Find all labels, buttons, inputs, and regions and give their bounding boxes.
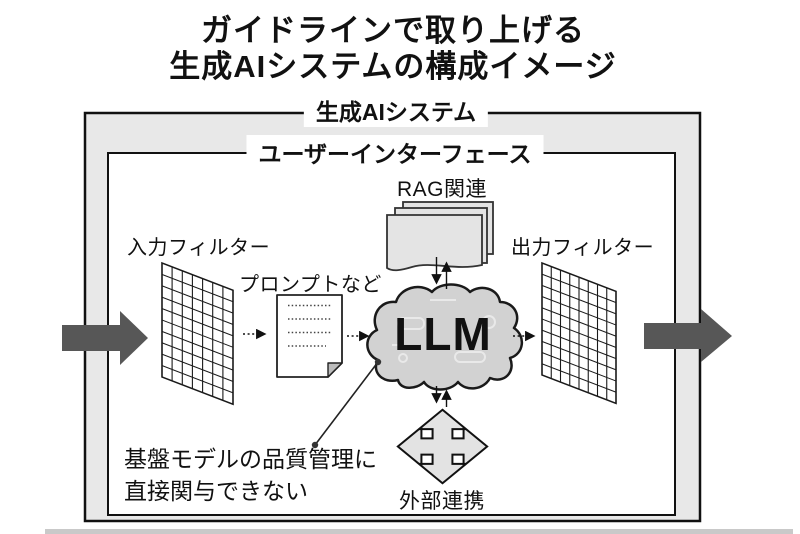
llm-label: LLM	[394, 307, 492, 360]
input-filter-grid-icon	[161, 261, 234, 406]
rag-document-stack-icon	[386, 201, 494, 272]
system-box-label: 生成AIシステム	[303, 93, 489, 127]
bottom-strip	[45, 529, 793, 534]
output-filter-grid-icon	[541, 261, 617, 405]
input-filter-label: 入力フィルター	[127, 237, 271, 259]
page-title-line1: ガイドラインで取り上げる	[201, 13, 585, 48]
page-title-line2: 生成AIシステムの構成イメージ	[169, 49, 617, 84]
external-link-label: 外部連携	[399, 490, 485, 513]
ui-box-label: ユーザーインターフェース	[246, 135, 544, 169]
external-link-move-icon	[398, 410, 487, 483]
output-filter-label: 出力フィルター	[511, 237, 655, 259]
rag-label: RAG関連	[396, 178, 488, 201]
prompt-document-icon	[276, 294, 343, 378]
prompt-label: プロンプトなど	[239, 274, 382, 296]
note-text: 基盤モデルの品質管理に 直接関与できない	[124, 443, 377, 507]
llm-cloud-icon	[366, 283, 523, 391]
inflow-arrow	[62, 311, 148, 365]
note-connector-line	[311, 358, 382, 449]
circuit-pattern	[392, 299, 496, 363]
note-text-line2: 直接関与できない	[124, 478, 308, 504]
note-text-line1: 基盤モデルの品質管理に	[124, 446, 377, 472]
outflow-arrow	[644, 309, 732, 362]
